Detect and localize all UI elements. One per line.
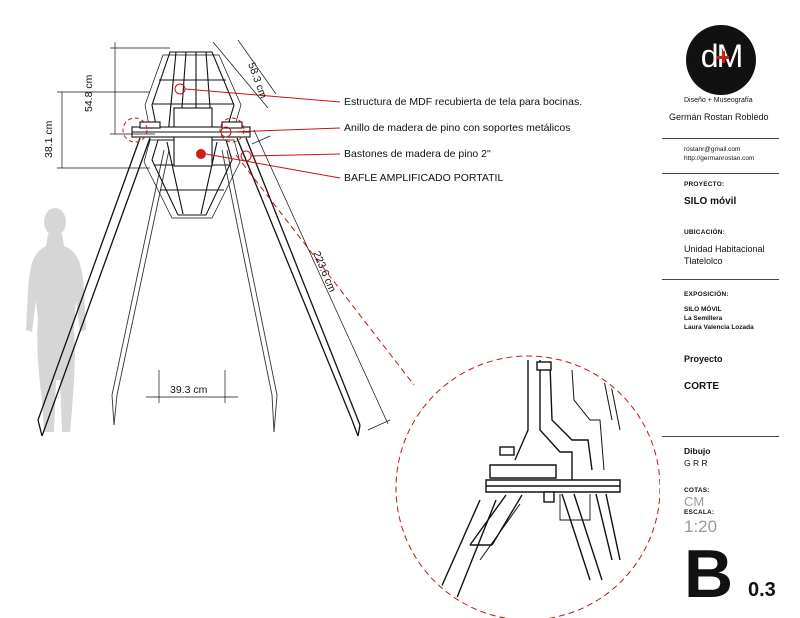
dibujo-value: G R R [684,458,708,468]
ubicacion-line1: Unidad Habitacional [684,244,765,254]
callout-mdf-structure: Estructura de MDF recubierta de tela par… [344,96,583,108]
speaker-marker [196,149,206,159]
dimension-labels: 58.3 cm 54.8 cm 38.1 cm 223.6 cm 39.3 cm [43,61,338,396]
exposicion-line1: SILO MÓVIL [684,306,722,313]
pine-ring [131,121,251,138]
callout-pine-ring: Anillo de madera de pino con soportes me… [344,122,571,134]
section-drawing: 58.3 cm 54.8 cm 38.1 cm 223.6 cm 39.3 cm [26,39,660,618]
cotas-label: COTAS: [684,487,710,494]
outer-legs [37,137,361,437]
divider [662,173,779,174]
exposicion-line2: La Semillera [684,315,723,322]
dimension-lines [57,39,391,431]
logo-plus-icon [717,51,729,63]
tipo-value: CORTE [684,381,719,392]
author-website: http://germanrostan.com [684,155,755,162]
tipo-label: Proyecto [684,354,723,364]
dibujo-label: Dibujo [684,446,711,456]
proyecto-value: SILO móvil [684,196,737,207]
divider [662,279,779,280]
proyecto-label: PROYECTO: [684,181,725,188]
divider [662,436,779,437]
author-email: rostanr@gmail.com [684,146,741,153]
dim-39-3: 39.3 cm [170,384,208,396]
escala-value: 1:20 [684,517,718,536]
exposicion-line3: Laura Valencia Lozada [684,324,754,331]
escala-label: ESCALA: [684,509,715,516]
inner-legs [111,149,278,433]
exposicion-label: EXPOSICIÓN: [684,291,729,298]
divider [662,138,779,139]
sheet-number: 0.3 [748,579,776,601]
dm-logo: dM [686,25,756,95]
human-silhouette [26,208,86,432]
cotas-value: CM [684,494,705,509]
callout-pine-sticks: Bastones de madera de pino 2" [344,148,491,160]
ubicacion-label: UBICACIÓN: [684,229,725,236]
logo-caption: Diseño + Museografía [684,97,753,104]
sheet-letter: B [684,536,734,612]
dim-54-8: 54.8 cm [83,74,95,112]
author-name: Germán Rostan Robledo [669,112,769,122]
ubicacion-line2: Tlatelolco [684,256,723,266]
detail-view [439,359,621,601]
dim-38-1: 38.1 cm [43,120,55,158]
callout-leaders [122,83,660,618]
dim-223-6: 223.6 cm [310,249,338,294]
callout-speaker: BAFLE AMPLIFICADO PORTATIL [344,172,504,184]
